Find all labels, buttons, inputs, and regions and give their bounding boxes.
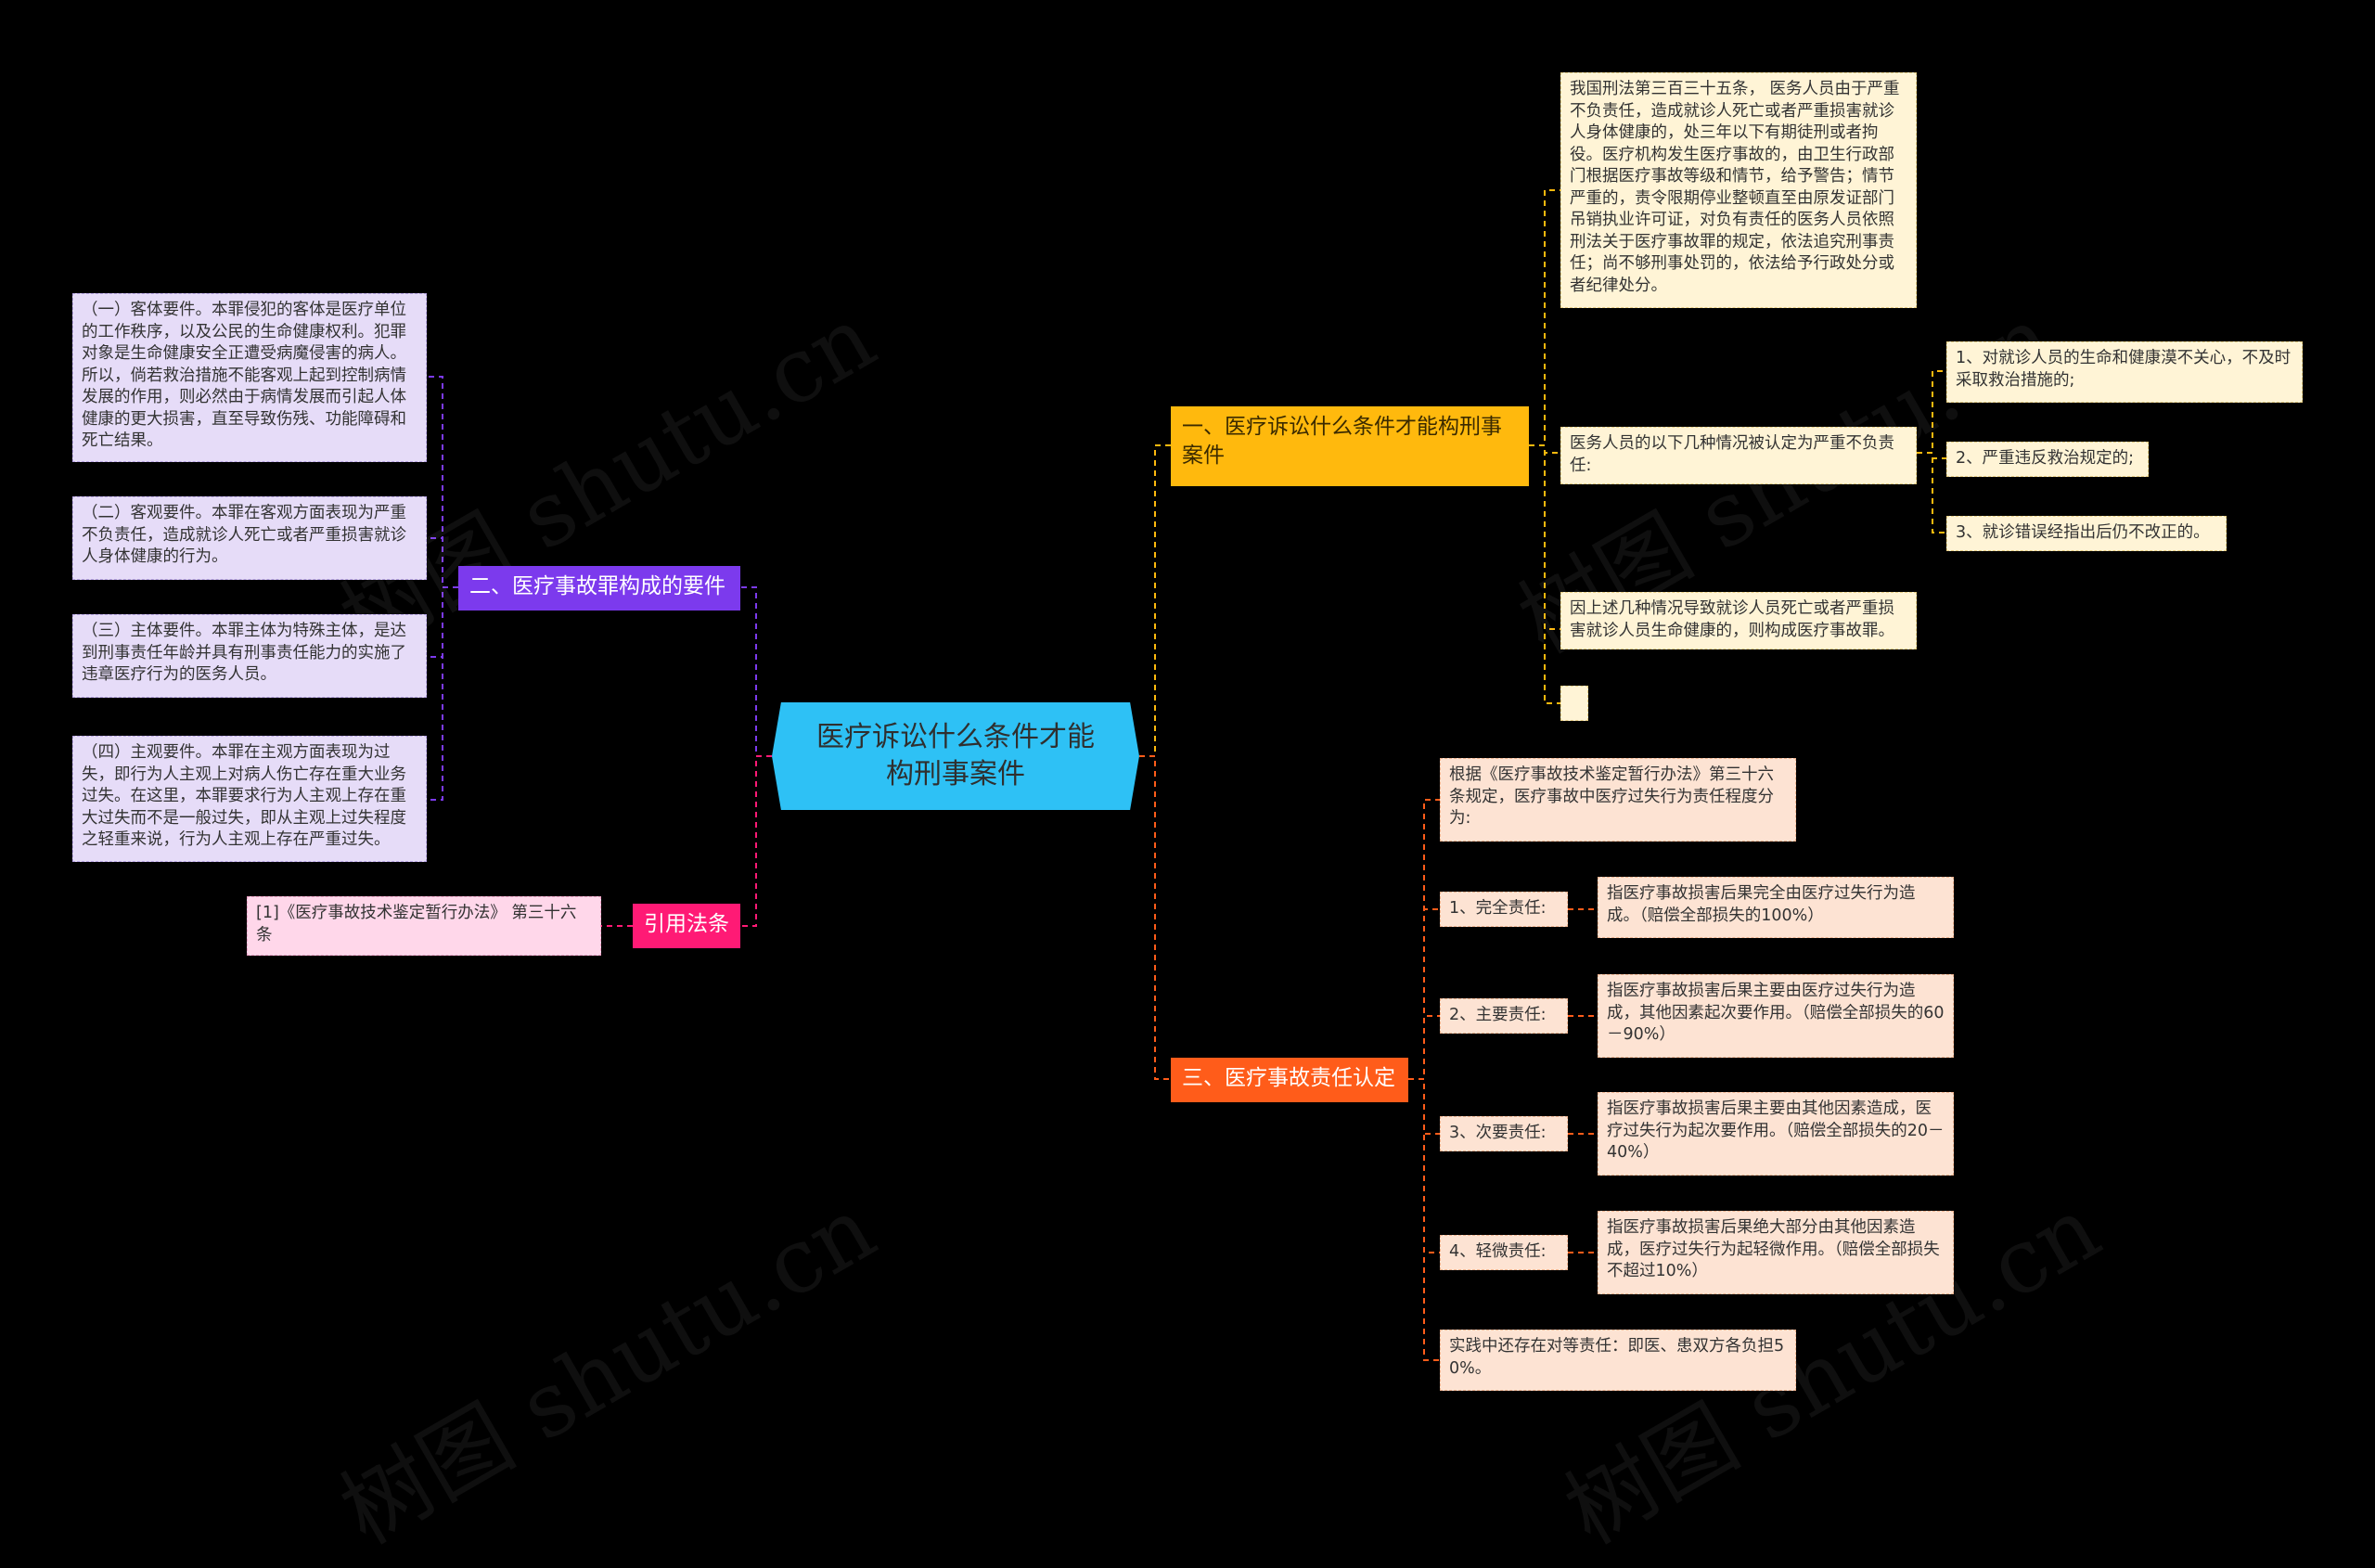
leaf-equal-liability[interactable]: 实践中还存在对等责任：即医、患双方各负担50%。 xyxy=(1440,1330,1796,1391)
liability-desc-minor[interactable]: 指医疗事故损害后果主要由其他因素造成，医疗过失行为起次要作用。（赔偿全部损失的2… xyxy=(1598,1092,1954,1176)
liability-level-minor[interactable]: 3、次要责任: xyxy=(1440,1116,1568,1151)
liability-level-full[interactable]: 1、完全责任: xyxy=(1440,892,1568,927)
branch-cited-law[interactable]: 引用法条 xyxy=(633,904,740,948)
liability-level-slight[interactable]: 4、轻微责任: xyxy=(1440,1235,1568,1270)
branch-liability-determination[interactable]: 三、医疗事故责任认定 xyxy=(1171,1058,1408,1102)
liability-level-major[interactable]: 2、主要责任: xyxy=(1440,998,1568,1034)
leaf-objective-element[interactable]: （二）客观要件。本罪在客观方面表现为严重不负责任，造成就诊人死亡或者严重损害就诊… xyxy=(72,496,427,580)
liability-desc-slight[interactable]: 指医疗事故损害后果绝大部分由其他因素造成，医疗过失行为起轻微作用。（赔偿全部损失… xyxy=(1598,1211,1954,1294)
liability-desc-full[interactable]: 指医疗事故损害后果完全由医疗过失行为造成。（赔偿全部损失的100%） xyxy=(1598,877,1954,938)
leaf-negligence-cases[interactable]: 医务人员的以下几种情况被认定为严重不负责任: xyxy=(1560,427,1917,484)
leaf-subject-element[interactable]: （三）主体要件。本罪主体为特殊主体，是达到刑事责任年龄并具有刑事责任能力的实施了… xyxy=(72,614,427,698)
leaf-criminal-law-article[interactable]: 我国刑法第三百三十五条， 医务人员由于严重不负责任，造成就诊人死亡或者严重损害就… xyxy=(1560,72,1917,308)
subleaf-violation[interactable]: 2、严重违反救治规定的; xyxy=(1946,442,2149,477)
root-topic[interactable]: 医疗诉讼什么条件才能构刑事案件 xyxy=(772,702,1139,810)
subleaf-indifference[interactable]: 1、对就诊人员的生命和健康漠不关心，不及时采取救治措施的; xyxy=(1946,341,2303,403)
branch-crime-elements[interactable]: 二、医疗事故罪构成的要件 xyxy=(458,566,740,610)
leaf-empty[interactable] xyxy=(1560,686,1588,721)
leaf-object-element[interactable]: （一）客体要件。本罪侵犯的客体是医疗单位的工作秩序，以及公民的生命健康权利。犯罪… xyxy=(72,293,427,462)
liability-desc-major[interactable]: 指医疗事故损害后果主要由医疗过失行为造成，其他因素起次要作用。（赔偿全部损失的6… xyxy=(1598,974,1954,1058)
leaf-constitutes-crime[interactable]: 因上述几种情况导致就诊人员死亡或者严重损害就诊人员生命健康的，则构成医疗事故罪。 xyxy=(1560,592,1917,649)
leaf-liability-intro[interactable]: 根据《医疗事故技术鉴定暂行办法》第三十六条规定，医疗事故中医疗过失行为责任程度分… xyxy=(1440,758,1796,842)
subleaf-uncorrected-error[interactable]: 3、就诊错误经指出后仍不改正的。 xyxy=(1946,516,2227,551)
connector-lines xyxy=(427,189,1946,1361)
leaf-subjective-element[interactable]: （四）主观要件。本罪在主观方面表现为过失，即行为人主观上对病人伤亡存在重大业务过… xyxy=(72,736,427,862)
branch-criminal-conditions[interactable]: 一、医疗诉讼什么条件才能构刑事案件 xyxy=(1171,406,1529,486)
leaf-cited-law-article[interactable]: [1]《医疗事故技术鉴定暂行办法》 第三十六条 xyxy=(247,896,601,956)
